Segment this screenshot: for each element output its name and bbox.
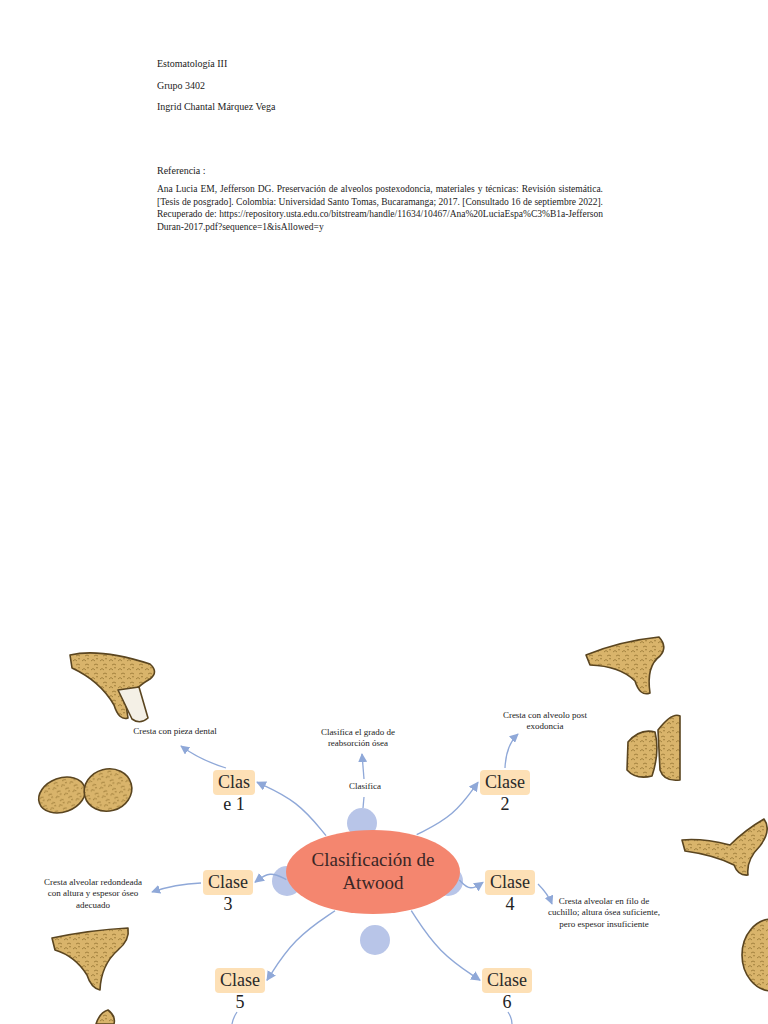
- class-box: Clase: [480, 770, 530, 795]
- classification-note: Clasifica el grado de reabsorción ósea: [302, 727, 414, 750]
- reference-text: Ana Lucia EM, Jefferson DG. Preservación…: [157, 183, 603, 233]
- group-number: Grupo 3402: [157, 80, 457, 93]
- leader-arrow: [152, 883, 201, 892]
- connector-dot: [433, 866, 463, 896]
- class-node: Clase5: [215, 968, 265, 1011]
- class-box: Clase: [482, 968, 532, 993]
- central-ellipse: Clasificación de Atwood: [285, 829, 461, 915]
- connector-arrow: [257, 782, 326, 835]
- ellipse-shape: [285, 829, 461, 915]
- bone-section: [742, 919, 768, 991]
- class-description: Cresta alveolar en filo de cuchillo; alt…: [547, 896, 661, 930]
- bone-section: [658, 715, 680, 780]
- leader-line: [232, 1012, 237, 1024]
- bone-section: [586, 637, 664, 694]
- class-node: Clase 1: [213, 770, 255, 813]
- course-name: Estomatología III: [157, 58, 457, 71]
- class-box: Clase: [215, 968, 265, 993]
- class-description: Cresta con pieza dental: [105, 726, 245, 737]
- bone-section: [52, 928, 128, 990]
- author-name: Ingrid Chantal Márquez Vega: [157, 101, 457, 114]
- ellipse-fill: [286, 830, 460, 914]
- connector-label: Clasifica: [335, 781, 395, 792]
- bone-section: [627, 731, 657, 777]
- reference-heading: Referencia :: [157, 165, 457, 178]
- class-description: Cresta con alveolo post exodoncia: [489, 710, 601, 733]
- tooth: [118, 687, 148, 722]
- leader-line: [508, 1012, 512, 1024]
- connector-arrow: [417, 782, 478, 834]
- connector-arrow: [459, 880, 483, 888]
- connector-arrow: [267, 911, 335, 980]
- leader-arrow: [505, 734, 518, 768]
- class-description: Cresta alveolar redondeada con altura y …: [37, 877, 149, 911]
- bone-section: [96, 1010, 114, 1024]
- class-number: 6: [482, 993, 532, 1012]
- connector-dots: [272, 808, 463, 955]
- leader-line: [363, 797, 364, 808]
- bone-sections: [34, 637, 768, 1024]
- bone-section: [682, 819, 767, 875]
- connector-arrow: [411, 911, 480, 981]
- connector-dot: [272, 866, 302, 896]
- class-node: Clase3: [203, 870, 253, 913]
- class-box: Clase: [203, 870, 253, 895]
- class-box: Clas: [213, 770, 255, 795]
- class-number: 4: [485, 895, 535, 914]
- class-number: e 1: [213, 795, 255, 814]
- connector-arrow: [255, 874, 286, 882]
- class-node: Clase2: [480, 770, 530, 813]
- class-number: 2: [480, 795, 530, 814]
- class-node: Clase4: [485, 870, 535, 913]
- class-node: Clase6: [482, 968, 532, 1011]
- class-number: 5: [215, 993, 265, 1012]
- bone-section: [34, 771, 91, 819]
- leader-arrow: [362, 754, 364, 779]
- leader-arrow: [538, 884, 552, 904]
- leader-arrow: [181, 746, 226, 768]
- class-box: Clase: [485, 870, 535, 895]
- class-number: 3: [203, 895, 253, 914]
- connector-dot: [360, 925, 390, 955]
- bone-section: [79, 764, 136, 817]
- leader-lines: [152, 734, 552, 1024]
- connector-dot: [347, 808, 377, 838]
- central-title: Clasificación de Atwood: [307, 849, 439, 895]
